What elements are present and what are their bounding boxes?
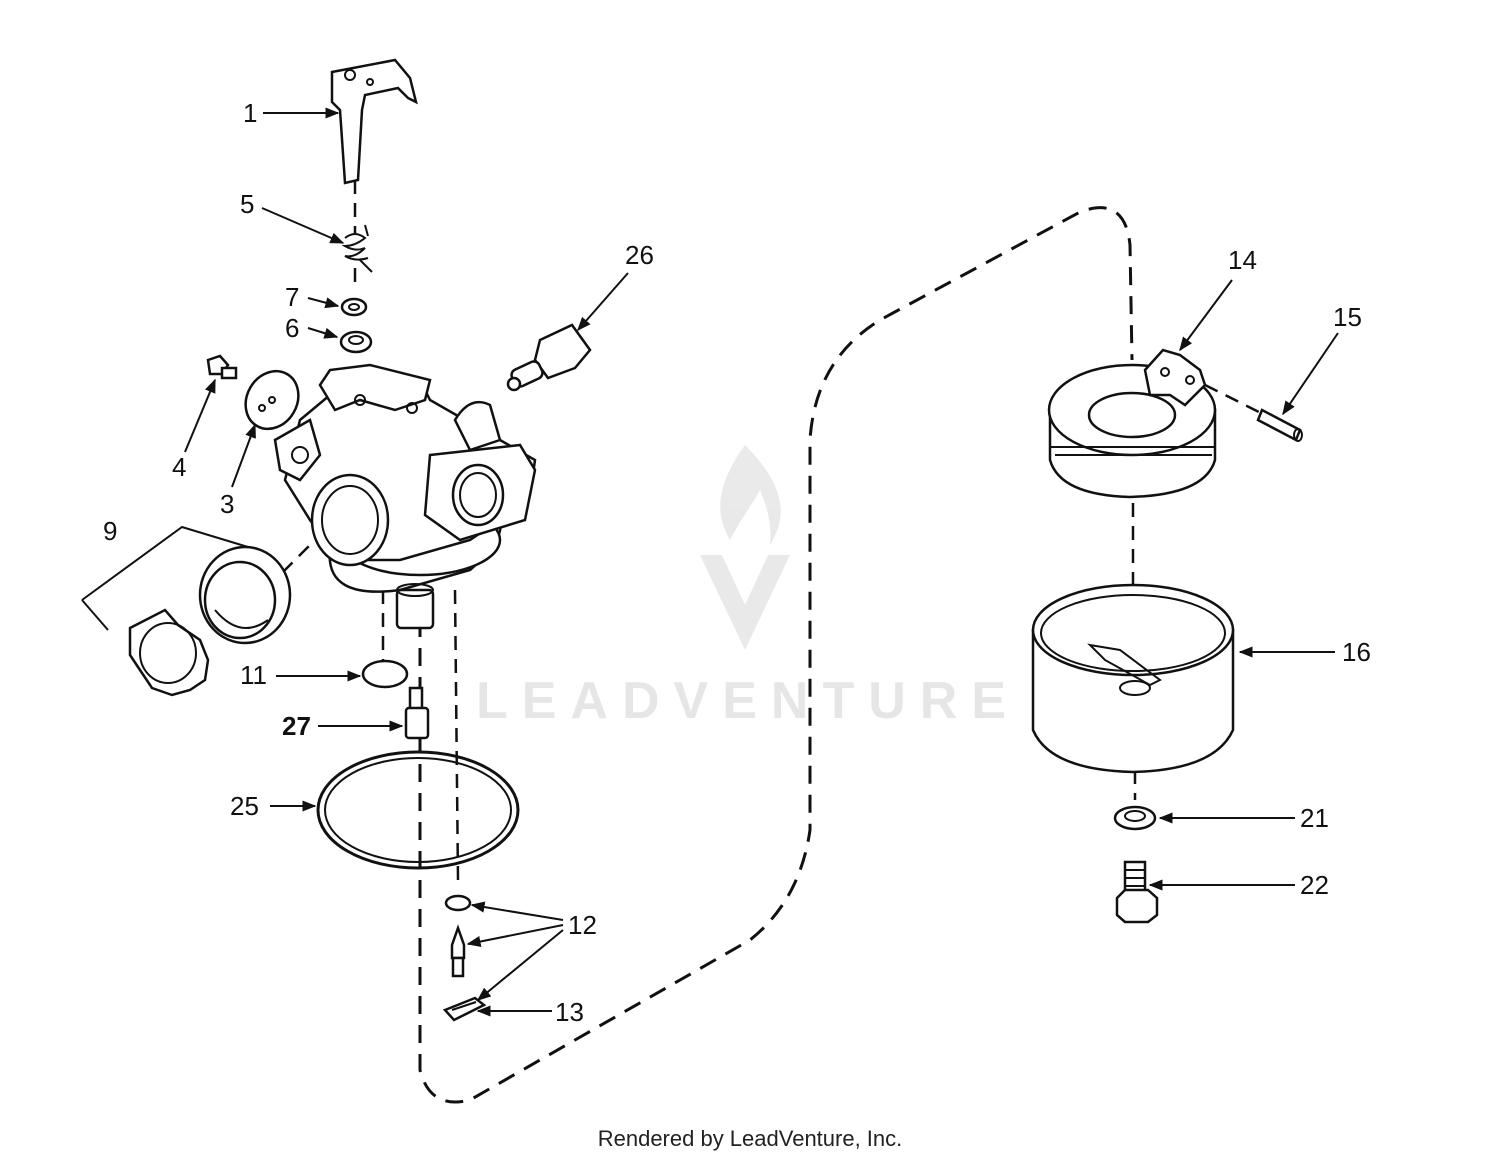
label-6: 6: [285, 313, 299, 343]
leader-6: [307, 327, 339, 339]
label-5: 5: [240, 189, 254, 219]
footer-credit: Rendered by LeadVenture, Inc.: [598, 1126, 903, 1151]
assembly-dashed-loop: [418, 206, 1134, 1104]
label-26: 26: [625, 240, 654, 270]
leader-7: [307, 297, 340, 309]
label-15: 15: [1333, 302, 1362, 332]
centerline-pin: [1204, 383, 1266, 417]
label-25: 25: [230, 791, 259, 821]
leader-5: [261, 207, 345, 244]
watermark-flame-logo: [700, 445, 790, 650]
label-14: 14: [1228, 245, 1257, 275]
part-25-gasket: [316, 750, 520, 870]
label-1: 1: [243, 98, 257, 128]
part-26-fuel-fitting: [506, 323, 592, 392]
label-13: 13: [555, 997, 584, 1027]
part-1-throttle-lever: [330, 58, 418, 185]
part-4-screw: [206, 354, 238, 380]
part-27-main-jet: [404, 686, 430, 740]
watermark: LEADVENTURE: [476, 445, 1020, 730]
label-22: 22: [1300, 870, 1329, 900]
leader-12b: [466, 924, 564, 948]
part-15-float-pin: [1256, 408, 1303, 442]
centerline-needle: [453, 589, 460, 881]
part-12-inlet-needle: [444, 894, 472, 978]
part-16-float-bowl: [1031, 583, 1235, 774]
leader-14: [1179, 279, 1233, 352]
part-9-primer-bulb: [128, 545, 292, 697]
label-3: 3: [220, 489, 234, 519]
watermark-text: LEADVENTURE: [476, 672, 1020, 730]
label-27: 27: [282, 711, 311, 741]
part-7-washer: [340, 297, 368, 317]
label-12: 12: [568, 910, 597, 940]
label-7: 7: [285, 282, 299, 312]
part-5-spring: [341, 224, 373, 273]
label-16: 16: [1342, 637, 1371, 667]
label-4: 4: [172, 452, 186, 482]
part-14-float: [1047, 348, 1217, 499]
leader-3: [231, 423, 256, 488]
part-22-bowl-nut: [1115, 860, 1159, 924]
part-6-seal: [339, 330, 373, 354]
bracket-9: [81, 525, 249, 601]
leader-15: [1282, 332, 1339, 416]
leader-12c: [476, 929, 564, 1001]
label-11: 11: [240, 660, 267, 690]
part-3-throttle-plate: [244, 369, 300, 431]
part-11-disc: [361, 659, 409, 689]
leader-4: [184, 378, 216, 453]
part-13-needle-clip: [442, 996, 487, 1022]
leader-26: [577, 272, 629, 332]
label-21: 21: [1300, 803, 1329, 833]
leader-12a: [470, 901, 564, 921]
bracket-9-leg: [81, 599, 109, 631]
part-21-bowl-washer: [1113, 805, 1157, 831]
carburetor-body: [273, 363, 537, 630]
label-9: 9: [103, 516, 117, 546]
